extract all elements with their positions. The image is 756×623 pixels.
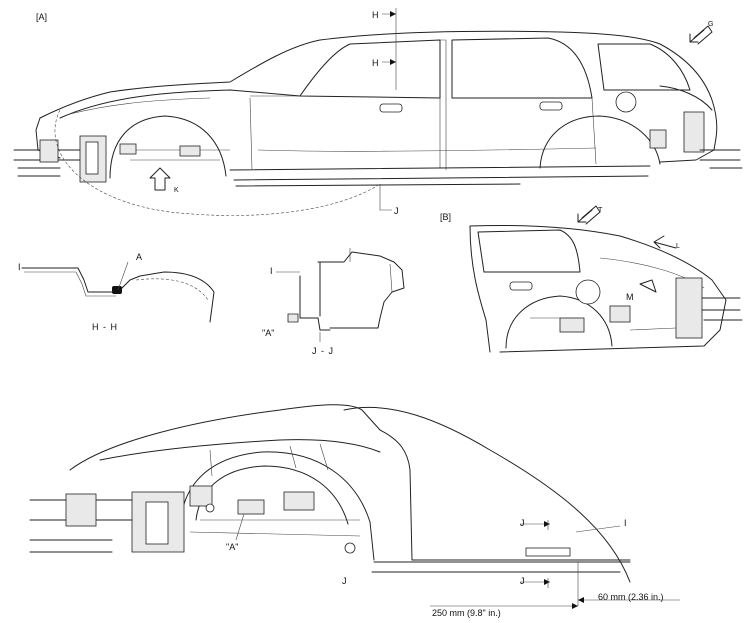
callout-marker-j: J: [394, 206, 399, 216]
section-marker-h-bottom: H: [372, 58, 379, 68]
section-marker-h-top: H: [372, 10, 379, 20]
section-jj-marker-a: "A": [262, 328, 275, 338]
dimension-250mm: 250 mm (9.8" in.): [432, 608, 501, 618]
wheel-well-detail-view: [29, 404, 680, 609]
section-jj-title: J - J: [312, 346, 334, 356]
view-b-label: [B]: [440, 212, 452, 222]
detail-marker-j: J: [342, 576, 347, 586]
view-marker-l: L: [676, 243, 680, 250]
rear-quarter-view: [469, 224, 743, 353]
section-hh-marker-i: I: [18, 262, 21, 272]
view-marker-t: T: [598, 207, 603, 214]
section-h-h-profile: [21, 261, 215, 323]
view-marker-k: K: [174, 187, 179, 194]
view-a-label: [A]: [36, 12, 48, 22]
view-arrow-t-icon: [577, 205, 601, 225]
view-arrow-g-icon: [689, 25, 713, 45]
section-hh-marker-a: A: [136, 252, 143, 262]
detail-section-marker-j-top: J: [520, 518, 525, 528]
view-marker-g: G: [708, 21, 714, 28]
vehicle-side-view: [13, 8, 743, 216]
section-hh-title: H - H: [92, 322, 118, 332]
section-j-j-profile: [276, 248, 405, 342]
view-marker-m: M: [626, 292, 634, 302]
dimension-60mm: 60 mm (2.36 in.): [598, 592, 664, 602]
detail-marker-a: "A": [226, 542, 239, 552]
detail-section-marker-j-bottom: J: [520, 576, 525, 586]
section-jj-marker-i: I: [270, 266, 273, 276]
detail-marker-i: I: [624, 518, 627, 528]
